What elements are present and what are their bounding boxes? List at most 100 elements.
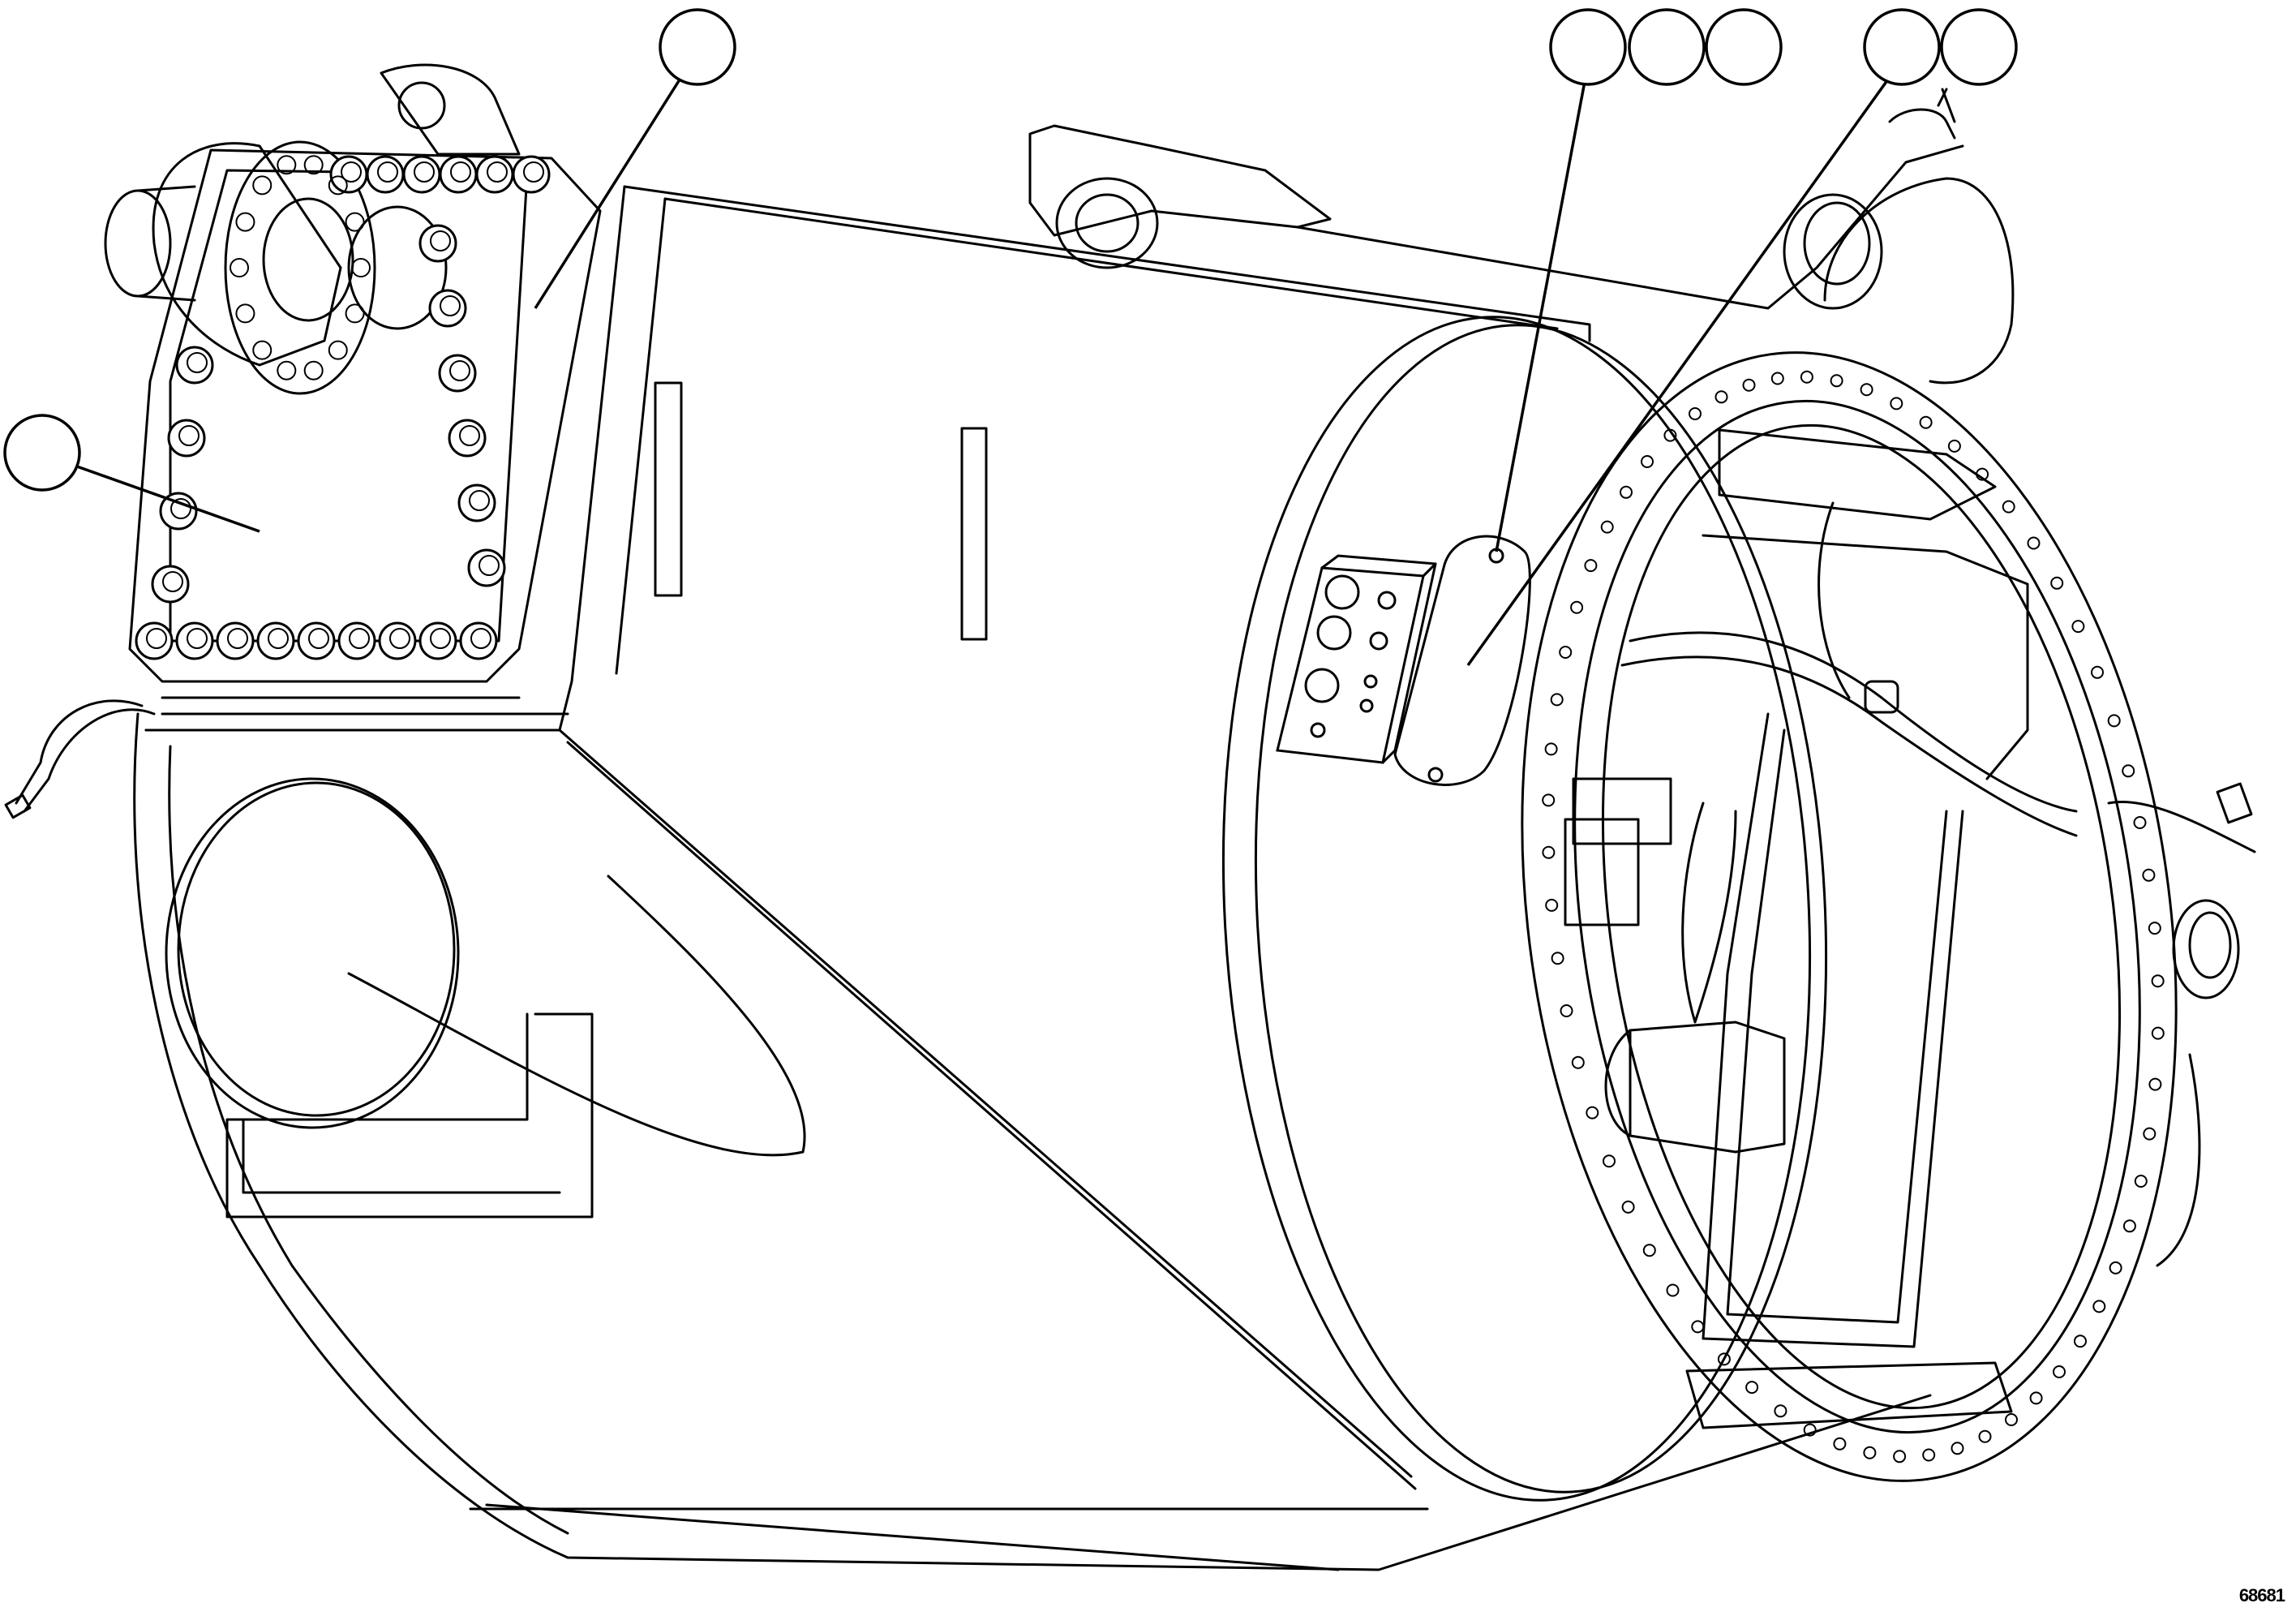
box-housing	[144, 185, 1591, 732]
ring-hole	[1742, 378, 1756, 392]
bolt-head-icon	[187, 352, 208, 373]
callout-4[interactable]	[1628, 8, 1706, 86]
ring-hole	[2143, 1127, 2157, 1141]
ring-hole	[2107, 714, 2121, 728]
ring-hole	[1919, 415, 1933, 429]
ring-hole	[1603, 1154, 1616, 1168]
bolt-head-icon	[469, 490, 490, 511]
bolt-head-icon	[252, 175, 273, 196]
bolt-head-icon	[470, 628, 491, 649]
callout-1[interactable]	[3, 414, 81, 492]
ring-cylinder	[1221, 316, 2178, 1502]
main-shell	[133, 712, 1932, 1571]
bolt-head-icon	[345, 212, 365, 232]
ring-hole	[1774, 1404, 1787, 1418]
ring-hole	[2050, 576, 2064, 590]
drawing-number: 68681	[2238, 1585, 2285, 1605]
upper-pivot-bracket	[1028, 88, 2015, 385]
ring-hole	[2002, 500, 2015, 514]
ring-hole	[1691, 1320, 1705, 1334]
ring-hole	[1542, 845, 1556, 859]
ring-hole	[1560, 1004, 1573, 1017]
ring-hole	[1666, 1283, 1680, 1297]
bolt-head-icon	[235, 303, 255, 324]
ring-hole	[1571, 1055, 1585, 1069]
bolt-head-icon	[162, 571, 183, 592]
ring-hole	[1621, 1200, 1635, 1214]
ring-hole	[1745, 1381, 1759, 1395]
bolt-head-icon	[349, 628, 370, 649]
ring-hole	[1717, 1352, 1731, 1366]
ring-hole	[1550, 693, 1564, 707]
ring-bolt-holes	[1542, 370, 2165, 1463]
bolt-head-icon	[277, 155, 297, 175]
ring-hole	[1551, 952, 1564, 965]
bolt-head-icon	[345, 303, 365, 324]
bolt-head-icon	[430, 628, 451, 649]
bolt-head-icon	[377, 161, 398, 183]
bolt-head-icon	[308, 628, 329, 649]
bolt-head-icon	[303, 360, 324, 380]
callout-2[interactable]	[659, 8, 736, 86]
bolt-head-icon	[351, 258, 371, 277]
ring-hole	[2029, 1391, 2043, 1405]
ring-hole	[2091, 665, 2104, 679]
ring-hole	[1863, 1446, 1877, 1459]
ring-hole	[2142, 868, 2156, 882]
side-port	[165, 777, 806, 1218]
ring-hole	[1545, 898, 1559, 912]
callout-7[interactable]	[1940, 8, 2018, 86]
ring-hole	[1770, 372, 1784, 385]
bolt-head-icon	[277, 360, 297, 380]
ring-hole	[2053, 1365, 2066, 1378]
inner-frame	[1564, 428, 2256, 1429]
ring-hole	[2027, 536, 2041, 550]
bolt-head-icon	[235, 212, 255, 232]
ring-hole	[2133, 816, 2147, 829]
callout-3[interactable]	[1549, 8, 1627, 86]
callouts	[3, 8, 2018, 492]
bolt-head-icon	[187, 628, 208, 649]
ring-hole	[1642, 1244, 1656, 1257]
bolt-head-icon	[440, 295, 461, 316]
ring-hole	[1860, 383, 1873, 397]
ring-hole	[2148, 922, 2161, 935]
callout-5[interactable]	[1705, 8, 1783, 86]
right-shaft-stub	[2156, 899, 2240, 1267]
ring-hole	[1542, 793, 1556, 807]
ring-hole	[1544, 742, 1558, 756]
bolt-head-icon	[170, 498, 191, 519]
bolted-flange-plate	[104, 63, 602, 683]
ring-hole	[1893, 1450, 1907, 1463]
bolt-head-icon	[341, 161, 362, 183]
ring-hole	[1833, 1437, 1847, 1451]
bolt-head-icon	[328, 340, 348, 360]
ring-hole	[2148, 1077, 2162, 1091]
ring-hole	[2074, 1334, 2087, 1348]
ring-hole	[1803, 1423, 1817, 1437]
left-hose	[4, 699, 156, 819]
ring-hole	[1586, 1106, 1599, 1120]
ring-hole	[1663, 428, 1677, 442]
bolt-head-icon	[227, 628, 248, 649]
bolt-head-icon	[450, 161, 471, 183]
ring-hole	[2109, 1261, 2122, 1274]
ring-hole	[2151, 1026, 2165, 1040]
ring-hole	[1978, 1429, 1992, 1443]
ring-hole	[2122, 764, 2135, 778]
callout-6[interactable]	[1863, 8, 1941, 86]
ring-hole	[1947, 439, 1961, 453]
ring-hole	[1689, 407, 1702, 420]
bolt-head-icon	[252, 340, 273, 360]
flange-bolts	[135, 155, 551, 660]
bolt-head-icon	[389, 628, 410, 649]
bolt-head-icon	[449, 360, 470, 381]
ring-hole	[1890, 397, 1903, 410]
ring-hole	[2122, 1219, 2136, 1233]
ring-hole	[2134, 1175, 2148, 1188]
bolt-head-icon	[523, 161, 544, 183]
ring-hole	[2071, 620, 2085, 634]
bolt-head-icon	[430, 230, 451, 251]
bolt-head-icon	[479, 555, 500, 576]
ring-hole	[2151, 974, 2165, 988]
